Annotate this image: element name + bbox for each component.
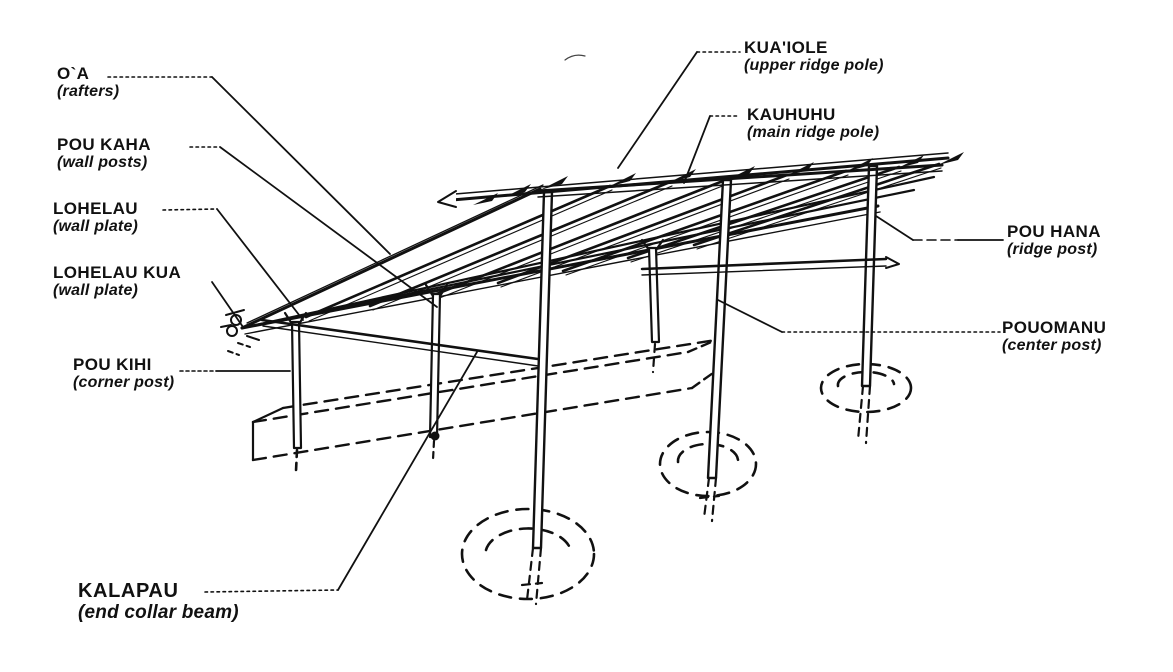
- rear-ridge-post: [860, 164, 879, 388]
- kalapau-beam: [260, 318, 547, 368]
- label-pou-kaha-term: POU KAHA: [57, 135, 151, 154]
- eave-tip-cluster: [220, 309, 260, 356]
- label-kalapau-term: KALAPAU: [78, 580, 179, 602]
- label-kauhuhu-meaning: (main ridge pole): [747, 124, 880, 142]
- label-pouomanu-meaning: (center post): [1002, 337, 1102, 355]
- label-oa: O`A (rafters): [57, 64, 119, 101]
- label-oa-term: O`A: [57, 64, 90, 83]
- label-pou-hana-term: POU HANA: [1007, 222, 1101, 241]
- label-pouomanu-term: POUOMANU: [1002, 318, 1107, 337]
- corner-post: [290, 320, 303, 450]
- rear-wall-post: [647, 246, 661, 344]
- front-ridge-post: [531, 190, 554, 550]
- stray-mark: [564, 54, 586, 61]
- label-lohelau-meaning: (wall plate): [53, 218, 139, 236]
- label-pou-hana: POU HANA (ridge post): [1007, 222, 1101, 259]
- label-pou-kaha: POU KAHA (wall posts): [57, 135, 151, 172]
- label-lohelau-term: LOHELAU: [53, 199, 138, 218]
- label-pou-kihi-term: POU KIHI: [73, 355, 152, 374]
- label-lohelau-kua: LOHELAU KUA (wall plate): [53, 263, 181, 300]
- platform: [251, 338, 722, 473]
- label-lohelau-kua-term: LOHELAU KUA: [53, 263, 182, 282]
- tall-posts: [531, 164, 879, 550]
- wall-posts: [283, 238, 665, 450]
- label-pou-kihi-meaning: (corner post): [73, 374, 175, 392]
- label-kuaiole: KUA'IOLE (upper ridge pole): [744, 38, 884, 75]
- rear-collar-beam: [640, 256, 900, 276]
- label-kuaiole-meaning: (upper ridge pole): [744, 57, 884, 75]
- label-kauhuhu: KAUHUHU (main ridge pole): [747, 105, 879, 142]
- label-lohelau-kua-meaning: (wall plate): [53, 282, 139, 300]
- label-pou-kaha-meaning: (wall posts): [57, 154, 148, 172]
- label-kauhuhu-term: KAUHUHU: [747, 105, 836, 124]
- middle-wall-post: [428, 292, 442, 439]
- post-stubs: [520, 342, 872, 606]
- rafter-tips: [473, 152, 964, 205]
- label-kalapau: KALAPAU (end collar beam): [78, 580, 239, 624]
- label-oa-meaning: (rafters): [57, 83, 120, 101]
- label-lohelau: LOHELAU (wall plate): [53, 199, 138, 236]
- label-pou-hana-meaning: (ridge post): [1007, 241, 1098, 259]
- label-kalapau-meaning: (end collar beam): [78, 602, 239, 624]
- leader-lines: [107, 51, 1004, 593]
- label-kuaiole-term: KUA'IOLE: [744, 38, 828, 57]
- label-pou-kihi: POU KIHI (corner post): [73, 355, 174, 392]
- foundation-holes: [460, 362, 913, 601]
- ridge-poles: [437, 152, 964, 208]
- label-pouomanu: POUOMANU (center post): [1002, 318, 1106, 355]
